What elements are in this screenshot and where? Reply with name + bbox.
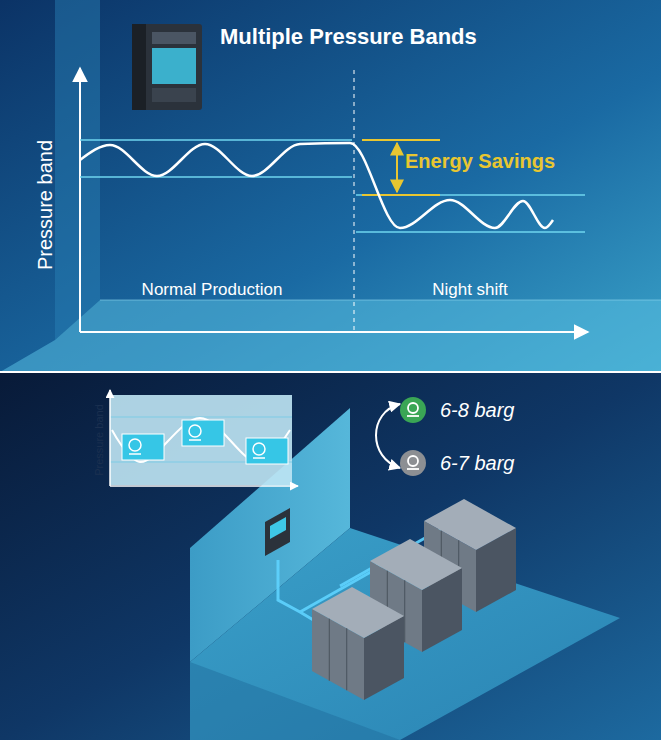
card-icon [189,425,201,437]
shift-divider [354,70,355,330]
compressor [312,587,404,700]
period-label: Night shift [432,280,508,300]
chart-axes [80,68,588,332]
controller-keypad [152,88,196,102]
controller-screen [152,48,196,84]
band-limit [80,139,352,141]
axis-label: Pressure band [93,404,105,476]
room-floor [190,528,620,740]
y-axis [79,68,81,332]
inset-ground [110,395,292,485]
legend-item: 6-8 barg [398,395,515,425]
cabinet-seam [404,580,405,642]
card-body [182,420,224,446]
inset-x-axis [110,485,298,487]
card-body [122,434,164,460]
compressor-cards [122,420,288,464]
compressor-card [246,438,288,464]
x-axis [80,331,588,333]
top-panel [0,0,661,372]
floor-plane [0,300,661,372]
band-limit [356,194,585,196]
card-icon-base [253,457,265,459]
inset-chart [110,390,298,486]
inset-y-axis [109,390,111,486]
bracket-arrow [396,143,398,192]
controller-body [132,24,202,110]
card-icon [253,443,265,455]
cabinet-seam [346,628,347,690]
controller-side [132,24,146,110]
pressure-bands [80,70,585,330]
compressor-card [122,434,164,460]
left-wall-panel [55,0,100,340]
compressor-card [182,420,224,446]
controller-screen [270,517,286,539]
floor-edge [100,300,661,301]
axis-label: Pressure band [34,140,57,270]
bottom-panel [0,372,661,740]
card-icon-base [129,453,141,455]
bracket-line [362,139,440,141]
period-label: Normal Production [142,280,283,300]
card-icon-base [189,439,201,441]
top-background [0,0,661,372]
controller-body [265,508,290,556]
icon-glyph [408,403,418,413]
compressor-icon [400,397,426,423]
legend-swatch [398,395,428,425]
bracket-line [362,194,440,196]
title: Multiple Pressure Bands [220,24,477,50]
swap-arrow [376,404,400,468]
compressor-top [424,499,516,550]
cabinet-seam [329,619,330,681]
legend-swatch [398,448,428,478]
compressor-icon [400,450,426,476]
band-limit [356,231,585,233]
panel-divider [0,371,661,373]
icon-glyph-base [407,415,419,417]
legend-text: 6-7 barg [440,452,515,475]
card-body [246,438,288,464]
compressor-units [312,499,516,700]
legend-text: 6-8 barg [440,399,515,422]
icon-glyph-base [407,468,419,470]
card-icon [129,439,141,451]
band-limit [80,176,352,178]
compressor-top [312,587,404,638]
legend-item: 6-7 barg [398,448,515,478]
controller-device [132,24,202,110]
compressor-top [370,539,462,590]
controller-logo-bar [152,32,196,44]
savings-label: Energy Savings [405,150,555,173]
icon-glyph [408,456,418,466]
bottom-background [0,372,661,740]
wall-controller [265,508,290,556]
